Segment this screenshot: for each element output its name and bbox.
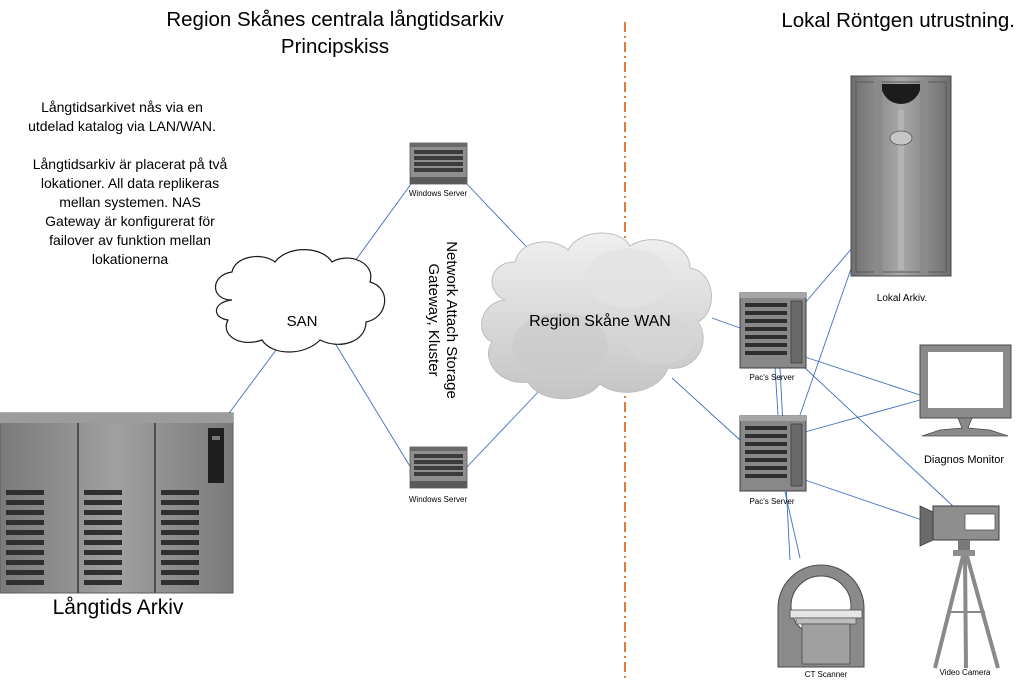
- archive-label: Långtids Arkiv: [53, 596, 184, 619]
- link-pacs-top-monitor: [804, 356, 921, 396]
- wan-label: Region Skåne WAN: [529, 312, 671, 330]
- nas-gateway-label: Network Attach Storage Gateway, Kluster: [425, 241, 460, 399]
- windows-server-bottom-label: Windows Server: [409, 495, 468, 504]
- link-pacs-top-archive: [804, 246, 854, 304]
- link-pacs-bottom-camera: [804, 479, 923, 521]
- note-line: utdelad katalog via LAN/WAN.: [28, 118, 216, 134]
- note-line: lokationerna: [92, 251, 168, 267]
- note-line: Gateway är konfigurerat för: [45, 213, 215, 229]
- notes-text: Långtidsarkivet nås via en utdelad katal…: [28, 99, 227, 267]
- note-line: mellan systemen. NAS: [59, 194, 201, 210]
- pacs-server-bottom-label: Pac's Server: [749, 497, 794, 506]
- link-server-bottom-wan: [465, 389, 541, 469]
- link-wan-pacs-top: [711, 317, 741, 329]
- pacs-server-bottom: Pac's Server: [739, 415, 807, 506]
- note-line: failover av funktion mellan: [49, 232, 211, 248]
- link-wan-pacs-bottom: [671, 377, 741, 441]
- windows-server-bottom: Windows Server: [409, 446, 468, 504]
- wan-cloud: Region Skåne WAN: [481, 232, 712, 400]
- san-label: SAN: [287, 313, 318, 330]
- windows-server-top-label: Windows Server: [409, 189, 468, 198]
- pacs-server-top-label: Pac's Server: [749, 373, 794, 382]
- link-pacs-bottom-ct: [784, 491, 801, 559]
- link-pacs-top-camera: [804, 367, 956, 509]
- note-line: Långtidsarkiv är placerat på två: [33, 156, 228, 172]
- camera-label: Video Camera: [940, 668, 992, 677]
- link-pacs-top-pacs-bottom: [774, 366, 779, 416]
- local-archive-label: Lokal Arkiv.: [877, 293, 927, 304]
- note-line: lokationer. All data replikeras: [41, 175, 219, 191]
- san-cloud: SAN: [215, 249, 386, 353]
- title-left-line2: Principskiss: [281, 35, 389, 58]
- video-camera: Video Camera: [919, 505, 1000, 677]
- title-left-line1: Region Skånes centrala långtidsarkiv: [166, 8, 504, 31]
- pacs-server-top: Pac's Server: [739, 292, 807, 382]
- title-right: Lokal Röntgen utrustning.: [781, 9, 1015, 32]
- diagnos-monitor: Diagnos Monitor: [919, 344, 1012, 466]
- link-pacs-bottom-monitor: [804, 399, 921, 433]
- nas-label-line2: Gateway, Kluster: [425, 263, 442, 376]
- windows-server-top: Windows Server: [409, 142, 468, 198]
- link-san-server-bottom: [329, 334, 412, 469]
- link-pacs-bottom-archive: [799, 262, 854, 416]
- ct-scanner: CT Scanner: [777, 564, 865, 679]
- longterm-archive-rack: Långtids Arkiv: [0, 412, 234, 619]
- note-line: Långtidsarkivet nås via en: [41, 99, 203, 115]
- monitor-label: Diagnos Monitor: [924, 454, 1004, 466]
- nas-label-line1: Network Attach Storage: [443, 241, 460, 399]
- local-archive-tower: Lokal Arkiv.: [850, 75, 952, 304]
- connection-lines: [217, 182, 956, 561]
- ct-label: CT Scanner: [805, 670, 848, 679]
